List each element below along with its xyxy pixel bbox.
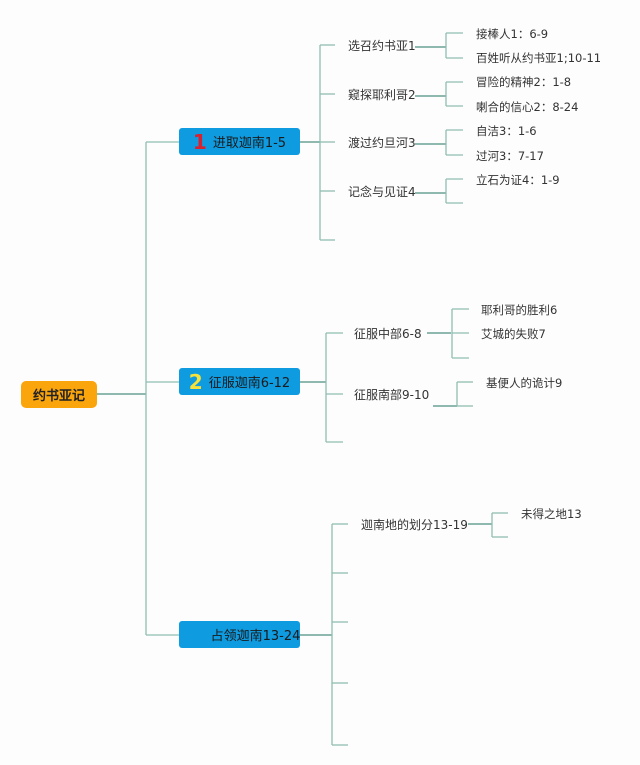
root-node[interactable]: 约书亚记 xyxy=(21,381,97,408)
branch-label: 进取迦南1-5 xyxy=(212,136,287,151)
branch-node-2[interactable]: 2 征服迦南6-12 xyxy=(179,368,300,395)
subtopic-node[interactable]: 记念与见证4 xyxy=(348,185,416,199)
branch-node-1[interactable]: 1 进取迦南1-5 xyxy=(179,128,300,155)
leaf-node[interactable]: 接棒人1：6-9 xyxy=(476,27,549,41)
subtopic-node[interactable]: 征服中部6-8 xyxy=(354,327,422,341)
branch-label: 占领迦南13-24 xyxy=(210,629,301,644)
leaf-node[interactable]: 过河3：7-17 xyxy=(476,149,544,163)
branch-label: 征服迦南6-12 xyxy=(208,376,291,391)
leaf-node[interactable]: 未得之地13 xyxy=(521,507,582,521)
number-one-icon: 1 xyxy=(192,129,207,154)
leaf-node[interactable]: 自洁3：1-6 xyxy=(476,124,537,138)
subtopic-node[interactable]: 选召约书亚1 xyxy=(348,39,416,53)
leaf-node[interactable]: 立石为证4：1-9 xyxy=(476,173,560,187)
leaf-node[interactable]: 喇合的信心2：8-24 xyxy=(476,100,579,114)
subtopic-node[interactable]: 渡过约旦河3 xyxy=(348,136,416,150)
subtopic-node[interactable]: 迦南地的划分13-19 xyxy=(361,518,468,532)
branch-node-3[interactable]: 占领迦南13-24 xyxy=(179,621,300,648)
leaf-node[interactable]: 百姓听从约书亚1;10-11 xyxy=(476,51,602,65)
leaf-node[interactable]: 耶利哥的胜利6 xyxy=(481,303,558,317)
leaf-node[interactable]: 艾城的失败7 xyxy=(481,327,546,341)
leaf-node[interactable]: 冒险的精神2：1-8 xyxy=(476,75,572,89)
subtopic-node[interactable]: 征服南部9-10 xyxy=(354,388,430,402)
subtopic-node[interactable]: 窥探耶利哥2 xyxy=(348,88,416,102)
number-two-icon: 2 xyxy=(188,369,203,394)
leaf-node[interactable]: 基便人的诡计9 xyxy=(486,376,563,390)
